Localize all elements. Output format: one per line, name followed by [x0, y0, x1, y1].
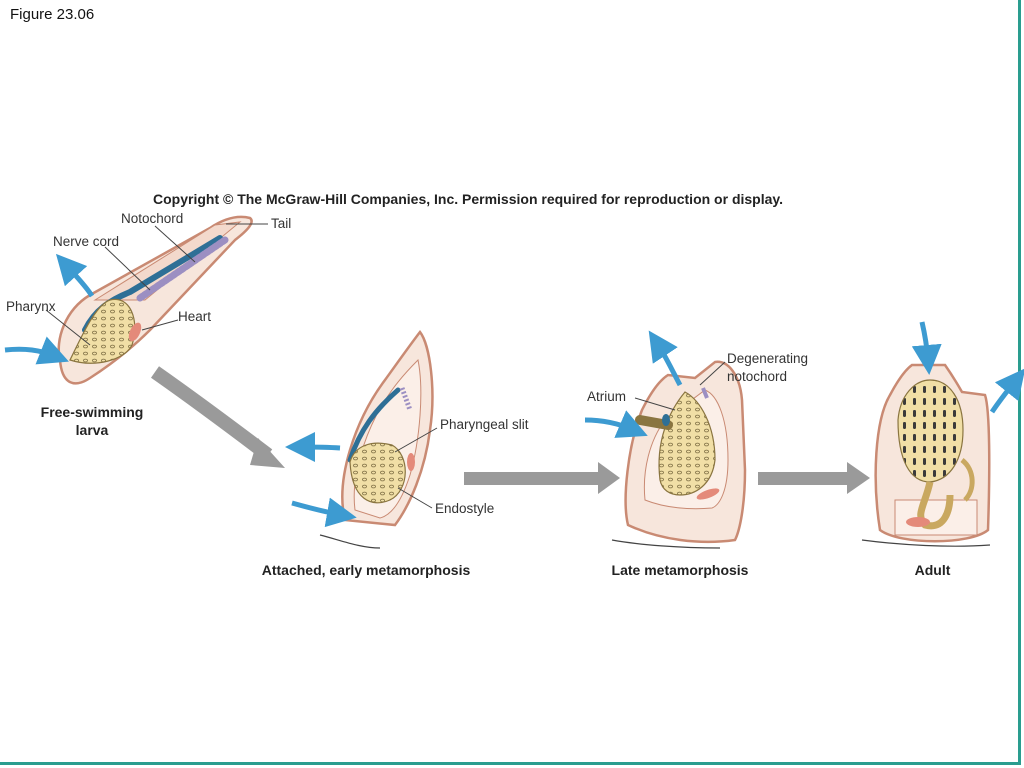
late-metamorphosis-figure [611, 360, 747, 549]
label-pharynx: Pharynx [6, 299, 56, 314]
stage-arrow-3 [758, 472, 848, 485]
adult-water-arrow-out [989, 368, 1024, 414]
larva-figure [57, 215, 253, 385]
label-notochord: Notochord [121, 211, 184, 226]
stage-arrow-1 [150, 366, 273, 461]
stage-label-larva-line2: larva [75, 422, 109, 438]
stage-label-larva: Free-swimming larva [22, 403, 162, 439]
adult-figure [861, 363, 991, 547]
late-water-arrow-out [648, 330, 683, 387]
larva-pharynx [69, 298, 136, 364]
stage-label-larva-line1: Free-swimming [40, 404, 144, 420]
stage-label-adult: Adult [914, 562, 951, 578]
label-pharyngeal-slit: Pharyngeal slit [440, 417, 529, 432]
early-water-arrow-in [291, 497, 357, 528]
copyright-notice: Copyright © The McGraw-Hill Companies, I… [153, 191, 784, 207]
label-notochord-degenerating: notochord [727, 369, 788, 384]
larva-notochord [136, 236, 229, 302]
label-heart: Heart [178, 309, 212, 324]
stage-label-early: Attached, early metamorphosis [261, 562, 471, 578]
label-tail: Tail [271, 216, 292, 231]
label-degenerating: Degenerating [727, 351, 809, 366]
adult-water-arrow-in [911, 321, 942, 375]
label-nerve-cord: Nerve cord [53, 234, 120, 249]
late-water-arrow-in [584, 410, 648, 438]
larva-heart [128, 322, 142, 342]
larva-tail-fin [93, 221, 242, 301]
label-endostyle: Endostyle [435, 501, 495, 516]
early-metamorphosis-figure [319, 329, 434, 549]
early-leader-lines [394, 427, 438, 509]
larva-leader-lines [45, 223, 268, 346]
figure-title: Figure 23.06 [10, 6, 95, 23]
stage-label-late: Late metamorphosis [611, 562, 749, 578]
late-leader-lines [634, 361, 726, 411]
label-atrium: Atrium [587, 389, 627, 404]
larva-water-arrows [4, 253, 95, 365]
early-water-arrow-out [285, 432, 341, 463]
stage-arrow-2 [464, 472, 599, 485]
